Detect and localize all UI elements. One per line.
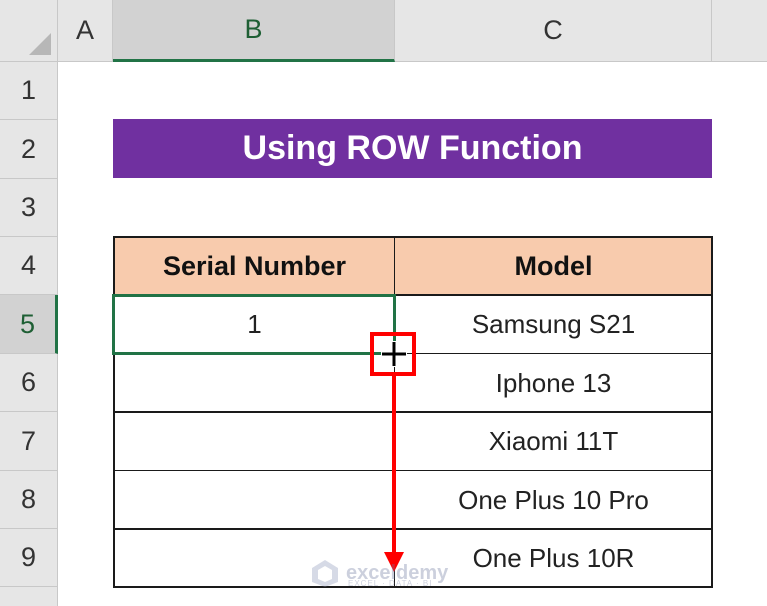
exceldemy-logo-icon [312,560,338,587]
drag-down-arrow-icon [384,374,404,572]
table-border-right [711,236,713,588]
column-header-next[interactable] [712,0,767,62]
row-header-next[interactable] [0,587,58,606]
table-border-top [113,236,713,238]
table-border-bottom [113,586,713,588]
header-model[interactable]: Model [395,238,712,295]
cell-serial-1[interactable]: 1 [247,309,262,339]
watermark-tagline: EXCEL · DATA · BI [348,579,433,588]
row-header-6[interactable]: 6 [0,354,58,412]
cell-serial-3[interactable] [114,413,395,470]
row-header-7[interactable]: 7 [0,412,58,471]
column-header-b[interactable]: B [113,0,395,62]
table-border-h4 [113,470,713,471]
cell-model-5[interactable]: One Plus 10R [472,542,635,573]
cell-serial-4[interactable] [114,471,395,529]
row-header-5[interactable]: 5 [0,295,58,354]
cell-model-3[interactable]: Xiaomi 11T [488,426,619,456]
title-banner[interactable]: Using ROW Function [113,119,712,178]
cell-model-1[interactable]: Samsung S21 [471,309,636,339]
table-border-h1 [113,294,713,296]
row-header-2[interactable]: 2 [0,120,58,179]
table-border-h5 [113,528,713,530]
row-header-1[interactable]: 1 [0,62,58,120]
cell-serial-2[interactable] [114,354,395,412]
row-header-3[interactable]: 3 [0,179,58,237]
table-border-left [113,236,115,588]
exceldemy-watermark: exceldemy EXCEL · DATA · BI [310,553,470,593]
column-header-c[interactable]: C [395,0,712,62]
row-header-9[interactable]: 9 [0,529,58,587]
row-header-8[interactable]: 8 [0,471,58,529]
select-all-button[interactable] [0,0,58,62]
select-all-triangle-icon [29,33,51,55]
crosshair-plus-icon [381,341,407,367]
column-header-a[interactable]: A [58,0,113,62]
table-border-h3 [113,411,713,413]
row-header-4[interactable]: 4 [0,237,58,295]
cell-model-2[interactable]: Iphone 13 [495,367,612,398]
cell-model-4[interactable]: One Plus 10 Pro [458,484,649,515]
watermark-name: exceldemy [346,561,449,584]
header-serial-number[interactable]: Serial Number [114,238,395,295]
